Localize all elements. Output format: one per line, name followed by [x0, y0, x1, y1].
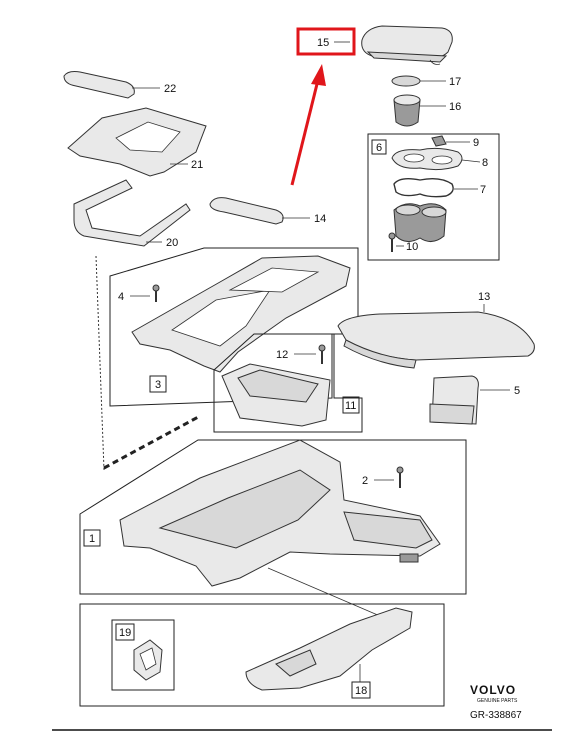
svg-text:8: 8	[482, 157, 488, 169]
part-11-storage-bin[interactable]	[221, 363, 331, 427]
part-9-clip[interactable]: 9	[431, 135, 479, 149]
svg-text:22: 22	[164, 83, 176, 95]
part-22-trim-strip[interactable]: 22	[63, 71, 176, 99]
svg-text:9: 9	[473, 137, 479, 149]
svg-text:4: 4	[118, 291, 124, 303]
dashed-routing-line	[95, 255, 201, 471]
part-2-screw[interactable]: 2	[362, 466, 404, 488]
part-17-cap[interactable]: 17	[391, 75, 461, 88]
svg-text:12: 12	[276, 349, 288, 361]
svg-text:3: 3	[155, 379, 161, 391]
group-box-1: 1	[79, 439, 467, 595]
group-box-6: 6	[367, 133, 500, 261]
part-15-lid[interactable]	[361, 25, 453, 65]
part-8-trim-ring[interactable]: 8	[391, 147, 488, 171]
svg-text:18: 18	[355, 685, 367, 697]
part-21-shifter-surround[interactable]: 21	[67, 107, 207, 177]
svg-text:GENUINE PARTS: GENUINE PARTS	[477, 698, 518, 704]
group-box-11: 11	[213, 333, 363, 433]
svg-text:19: 19	[119, 627, 131, 639]
svg-text:VOLVO: VOLVO	[470, 683, 516, 697]
svg-text:15: 15	[317, 37, 329, 49]
svg-text:14: 14	[314, 213, 326, 225]
part-16-cup-holder-insert[interactable]: 16	[393, 94, 461, 127]
part-cup-holder-base[interactable]	[393, 203, 447, 242]
part-13-armrest[interactable]: 13	[337, 291, 535, 369]
svg-text:13: 13	[478, 291, 490, 303]
svg-text:5: 5	[514, 385, 520, 397]
svg-text:20: 20	[166, 237, 178, 249]
highlight-arrow	[290, 64, 326, 186]
svg-text:7: 7	[480, 184, 486, 196]
highlight-box-15	[296, 27, 356, 56]
part-7-gasket[interactable]: 7	[393, 177, 486, 198]
part-3-console-frame[interactable]	[131, 255, 351, 373]
part-4-screw[interactable]: 4	[118, 284, 160, 303]
svg-text:6: 6	[376, 142, 382, 154]
svg-text:10: 10	[406, 241, 418, 253]
volvo-logo: VOLVO GENUINE PARTS	[470, 683, 518, 704]
part-10-screw[interactable]: 10	[388, 232, 418, 253]
part-18-side-panel[interactable]: 18	[245, 607, 413, 699]
svg-text:2: 2	[362, 475, 368, 487]
group-box-19: 19	[111, 619, 175, 691]
svg-text:16: 16	[449, 101, 461, 113]
callout-15[interactable]: 15	[296, 27, 356, 56]
part-1-main-console[interactable]	[119, 439, 441, 587]
part-20-bracket[interactable]: 20	[73, 179, 191, 249]
reference-number: GR-338867	[470, 710, 522, 721]
svg-text:11: 11	[345, 400, 356, 412]
part-5-bracket[interactable]: 5	[429, 375, 520, 425]
svg-text:21: 21	[191, 159, 203, 171]
part-14-trim-strip[interactable]: 14	[209, 197, 326, 225]
svg-text:17: 17	[449, 76, 461, 88]
group-box-bottom	[79, 603, 445, 707]
part-19-clip[interactable]	[133, 639, 163, 681]
part-12-screw[interactable]: 12	[276, 344, 326, 364]
svg-text:1: 1	[89, 533, 95, 545]
